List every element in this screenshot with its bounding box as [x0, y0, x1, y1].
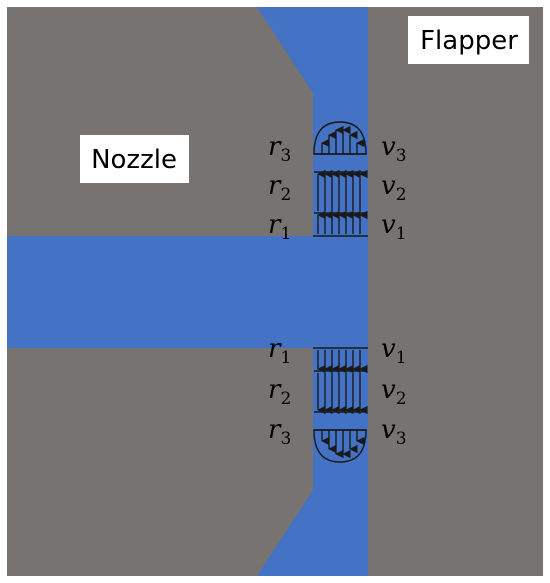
lower-velocity-label: v3 [381, 415, 407, 449]
upper-radius-label: r2 [268, 171, 291, 205]
lower-radius-label: r3 [268, 415, 291, 449]
upper-velocity-profile [313, 121, 368, 237]
upper-radius-label: r3 [268, 132, 291, 166]
lower-velocity-label: v1 [381, 334, 407, 368]
upper-velocity-label: v3 [381, 132, 407, 166]
upper-velocity-label: v1 [381, 210, 407, 244]
nozzle-bore-channel [7, 236, 368, 348]
nozzle-label: Nozzle [91, 145, 177, 175]
upper-velocity-label: v2 [381, 171, 407, 205]
lower-velocity-label: v2 [381, 375, 407, 409]
lower-radius-label: r1 [268, 334, 291, 368]
lower-radius-label: r2 [268, 375, 291, 409]
nozzle-label-box [80, 135, 189, 183]
upper-radius-label: r1 [268, 210, 291, 244]
lower-velocity-profile [313, 347, 368, 463]
flapper-gap-channel [257, 7, 368, 576]
flapper-label: Flapper [420, 26, 518, 56]
upper-labels: r3 v3 r2 v2 r1 v1 [268, 132, 407, 244]
flapper-label-box [408, 16, 529, 64]
lower-labels: r1 v1 r2 v2 r3 v3 [268, 334, 407, 449]
